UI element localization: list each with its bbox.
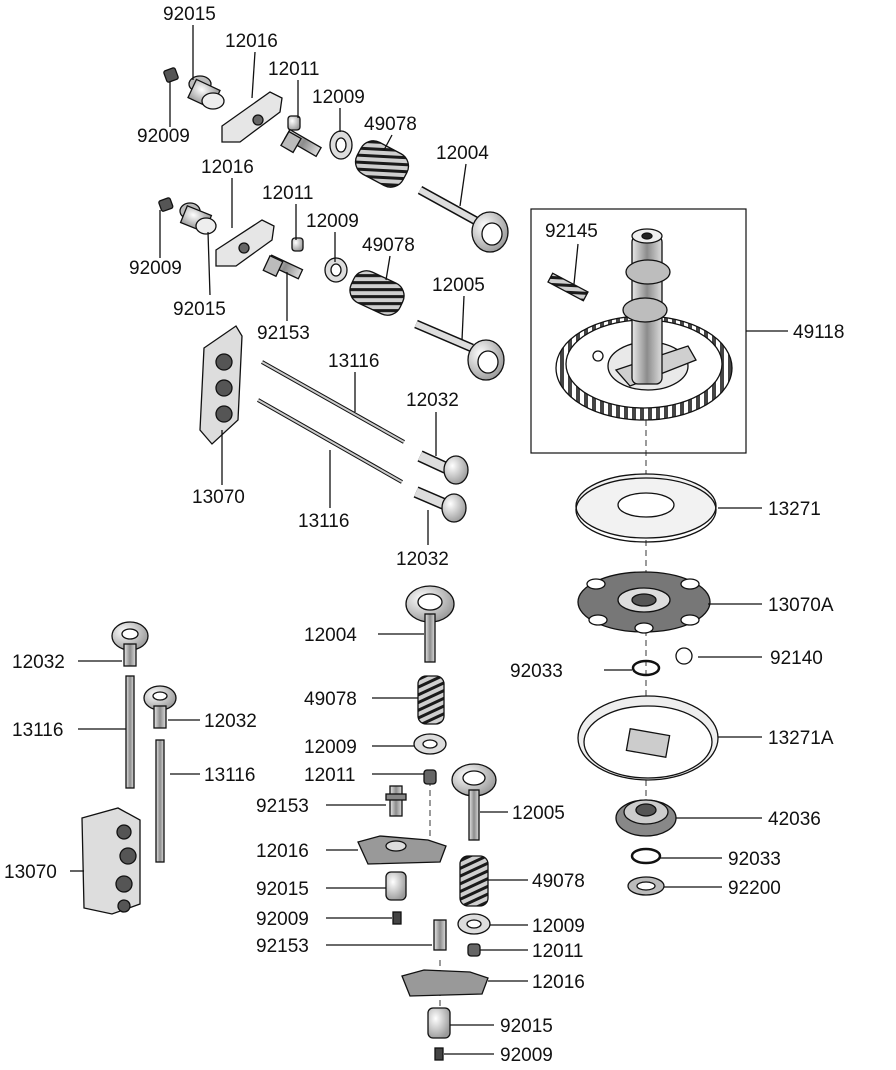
adjuster-part — [187, 75, 225, 110]
part-label: 13271 — [768, 499, 821, 520]
thrust-washer-part — [575, 473, 717, 543]
part-label: 92153 — [256, 936, 309, 957]
part-label: 12011 — [304, 765, 355, 786]
part-label: 92145 — [545, 221, 598, 242]
part-label: 49078 — [304, 689, 357, 710]
part-label: 92009 — [256, 909, 309, 930]
part-label: 12004 — [436, 143, 489, 164]
part-label: 12004 — [304, 625, 357, 646]
part-label: 92033 — [728, 849, 781, 870]
rocker-arm-part — [221, 91, 283, 143]
part-label: 12032 — [396, 549, 449, 570]
part-label: 13070 — [4, 862, 57, 883]
part-label: 13070A — [768, 595, 834, 616]
part-label: 12016 — [225, 31, 278, 52]
part-label: 92015 — [173, 299, 226, 320]
part-label: 92015 — [500, 1016, 553, 1037]
part-label: 13070 — [192, 487, 245, 508]
leader-lines — [70, 25, 788, 1055]
part-label: 12011 — [268, 59, 319, 80]
part-label: 12009 — [532, 916, 585, 937]
part-label: 92200 — [728, 878, 781, 899]
part-label: 49078 — [364, 114, 417, 135]
part-label: 92153 — [256, 796, 309, 817]
part-label: 49118 — [793, 322, 844, 343]
left-pushrod-group — [81, 621, 177, 915]
tappet-part — [417, 450, 469, 485]
snap-ring-part — [631, 659, 661, 677]
ball-part — [675, 647, 693, 665]
part-label: 92009 — [500, 1045, 553, 1066]
part-label: 13271A — [768, 728, 834, 749]
cap-part — [287, 115, 301, 131]
part-label: 92033 — [510, 661, 563, 682]
nut-part — [163, 67, 179, 83]
center-valve-stack-2 — [401, 763, 497, 1061]
part-label: 92009 — [137, 126, 190, 147]
gear-part — [615, 799, 677, 837]
part-number-labels: 92015 12016 12011 12009 49078 12004 9200… — [4, 4, 844, 1066]
part-label: 13116 — [204, 765, 255, 786]
part-label: 49078 — [362, 235, 415, 256]
part-label: 13116 — [328, 351, 379, 372]
part-label: 92140 — [770, 648, 823, 669]
valve-spring-part — [354, 140, 410, 188]
camshaft-part — [622, 228, 671, 385]
part-label: 12016 — [532, 972, 585, 993]
part-label: 12016 — [201, 157, 254, 178]
part-label: 12032 — [12, 652, 65, 673]
governor-cup-part — [577, 695, 719, 781]
part-label: 12011 — [532, 941, 583, 962]
part-label: 13116 — [12, 720, 63, 741]
part-label: 42036 — [768, 809, 821, 830]
part-label: 13116 — [298, 511, 349, 532]
valve-part — [417, 186, 509, 253]
part-label: 92009 — [129, 258, 182, 279]
governor-weight-part — [577, 571, 711, 634]
part-label: 92015 — [163, 4, 216, 25]
upper-valve-train-1 — [163, 67, 509, 253]
part-label: 92015 — [256, 879, 309, 900]
part-label: 12009 — [312, 87, 365, 108]
part-label: 49078 — [532, 871, 585, 892]
part-label: 12009 — [306, 211, 359, 232]
upper-valve-train-2 — [158, 197, 505, 381]
part-label: 12016 — [256, 841, 309, 862]
center-valve-stack — [357, 585, 455, 925]
tappet-part — [413, 486, 467, 523]
part-label: 12005 — [512, 803, 565, 824]
part-label: 12011 — [262, 183, 313, 204]
part-label: 12032 — [406, 390, 459, 411]
spring-pin-part — [547, 272, 589, 302]
snap-ring-part — [630, 847, 662, 865]
part-label: 12032 — [204, 711, 257, 732]
part-label: 12009 — [304, 737, 357, 758]
part-label: 92153 — [257, 323, 310, 344]
stud-part — [280, 128, 322, 158]
part-label: 12005 — [432, 275, 485, 296]
